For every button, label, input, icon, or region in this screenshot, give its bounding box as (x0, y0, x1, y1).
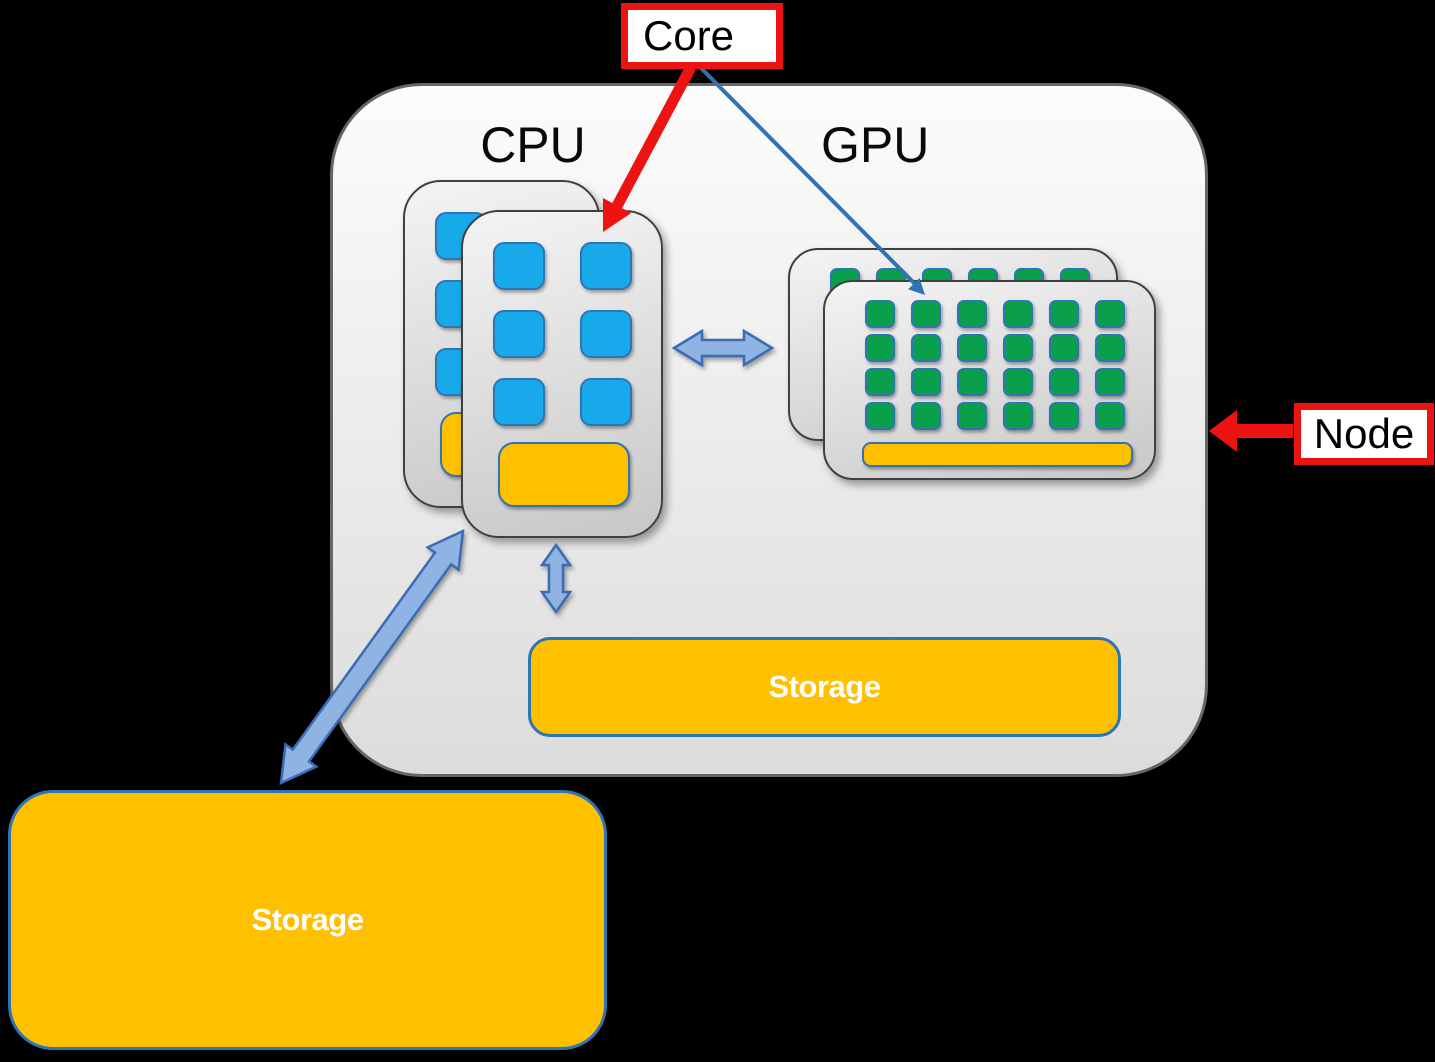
gpu-core-icon (1049, 300, 1079, 328)
gpu-core-icon (911, 334, 941, 362)
node-pointer-arrow-icon (1209, 410, 1293, 452)
internal-storage-label: Storage (768, 669, 881, 704)
gpu-core-icon (865, 300, 895, 328)
gpu-core-icon (865, 368, 895, 396)
gpu-core-icon (1095, 368, 1125, 396)
gpu-core-icon (911, 402, 941, 430)
node-callout-label: Node (1313, 410, 1415, 457)
gpu-core-icon (911, 300, 941, 328)
gpu-memory-bar (862, 442, 1133, 467)
gpu-core-icon (865, 334, 895, 362)
gpu-core-icon (1049, 368, 1079, 396)
cpu-core-icon (580, 310, 632, 358)
gpu-core-icon (957, 334, 987, 362)
gpu-core-icon (1003, 300, 1033, 328)
cpu-core-icon (493, 378, 545, 426)
gpu-core-icon (911, 368, 941, 396)
cpu-core-grid (493, 242, 632, 426)
cpu-memory-bar (498, 442, 630, 507)
gpu-core-icon (957, 368, 987, 396)
cpu-core-icon (493, 242, 545, 290)
gpu-core-icon (1095, 334, 1125, 362)
gpu-core-grid (865, 300, 1125, 430)
gpu-core-icon (1049, 334, 1079, 362)
node-container: CPU GPU Storage (330, 83, 1208, 777)
gpu-core-icon (865, 402, 895, 430)
cpu-core-icon (493, 310, 545, 358)
gpu-core-icon (957, 402, 987, 430)
external-storage-label: Storage (251, 902, 364, 937)
gpu-label: GPU (821, 117, 930, 173)
gpu-card-front (823, 280, 1156, 480)
core-callout-label: Core (643, 12, 735, 59)
cpu-card-front (461, 210, 663, 538)
gpu-core-icon (957, 300, 987, 328)
gpu-core-icon (1003, 368, 1033, 396)
cpu-label: CPU (480, 117, 586, 173)
cpu-core-icon (580, 242, 632, 290)
gpu-core-icon (1049, 402, 1079, 430)
cpu-core-icon (580, 378, 632, 426)
gpu-core-icon (1095, 300, 1125, 328)
core-callout: Core (621, 3, 783, 69)
internal-storage-box: Storage (528, 637, 1121, 737)
external-storage-box: Storage (8, 790, 607, 1050)
gpu-core-icon (1003, 334, 1033, 362)
gpu-core-icon (1095, 402, 1125, 430)
node-callout: Node (1294, 403, 1434, 465)
gpu-core-icon (1003, 402, 1033, 430)
